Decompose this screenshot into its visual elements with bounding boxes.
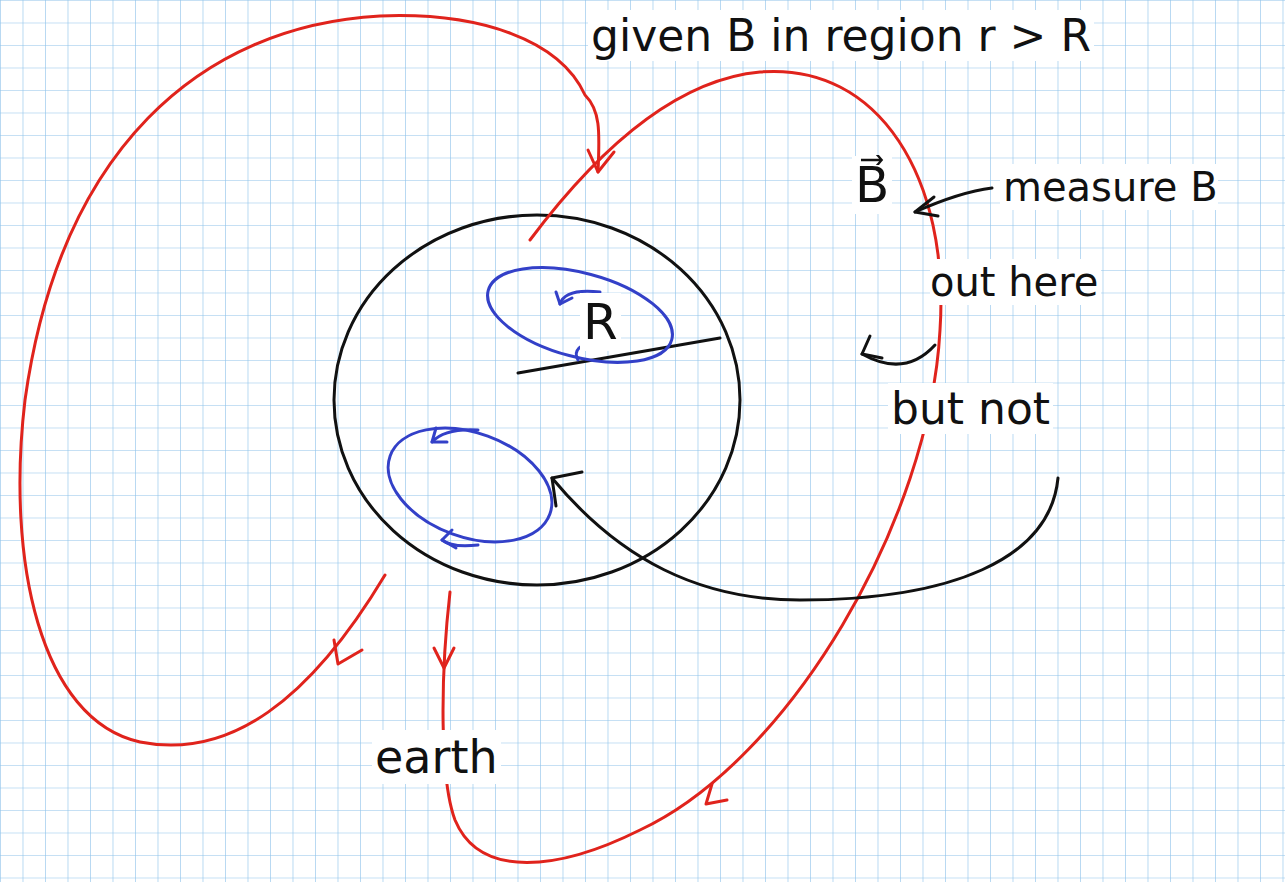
field-arrowhead xyxy=(334,640,362,664)
pointer-arrows xyxy=(552,188,1058,600)
field-direction-arrowhead xyxy=(862,336,882,358)
vector-symbol: B⃗ xyxy=(852,158,892,213)
current-loops xyxy=(372,250,682,563)
current-loop xyxy=(477,250,682,380)
loop-arrow xyxy=(432,430,478,442)
label-text: B⃗ xyxy=(852,156,892,214)
pointer-arrowhead xyxy=(552,472,582,506)
field-line xyxy=(20,16,599,746)
current-loop xyxy=(372,407,567,563)
radius-symbol: R xyxy=(580,295,621,350)
label-text: earth xyxy=(372,730,501,784)
annotation: but not xyxy=(888,385,1053,433)
label-text: given B in region r > R xyxy=(588,10,1094,61)
pointer-arrow xyxy=(915,188,992,212)
label-text: R xyxy=(580,293,621,351)
loop-arrow xyxy=(442,530,456,548)
heading-note: given B in region r > R xyxy=(588,12,1094,60)
field-line xyxy=(443,71,941,862)
field-lines xyxy=(20,16,941,863)
loop-arrow xyxy=(556,292,572,304)
field-arrowhead xyxy=(706,784,727,804)
label-text: measure B out here xyxy=(930,164,1218,305)
pointer-arrowhead xyxy=(915,197,938,216)
annotation: measure B out here xyxy=(930,140,1250,330)
label-text: but not xyxy=(888,383,1053,434)
field-arrowhead xyxy=(434,648,454,668)
loop-arrow xyxy=(432,428,447,442)
field-direction-arrow xyxy=(862,345,935,364)
body-label: earth xyxy=(372,732,501,783)
pointer-arrow xyxy=(552,478,1058,600)
earth-circle xyxy=(334,215,740,585)
